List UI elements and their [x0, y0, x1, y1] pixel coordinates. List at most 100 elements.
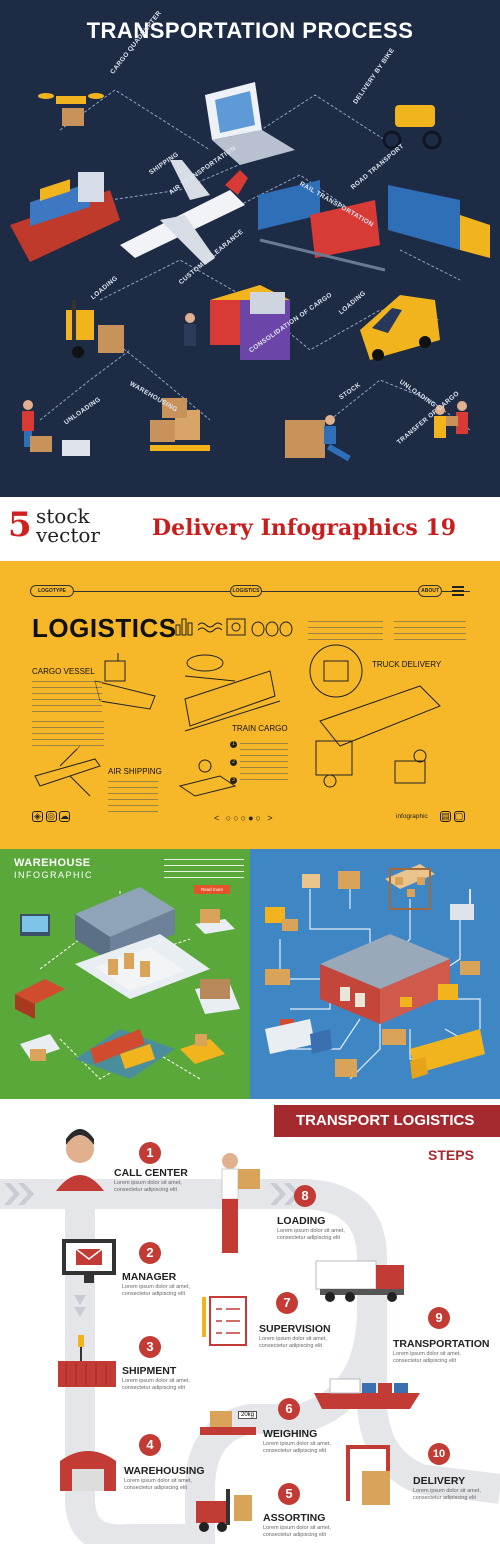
step-8-title: LOADING [277, 1215, 326, 1227]
read-more-button[interactable]: Read more [194, 885, 230, 894]
warehouse-infographic-panel: WAREHOUSE INFOGRAPHIC Read more [0, 849, 250, 1099]
train-illustration [258, 180, 386, 272]
step-1-description: Lorem ipsum dolor sit amet, consectetur … [114, 1180, 182, 1193]
warehouse-isometric-illustration [15, 887, 240, 1080]
step-7-number: 7 [276, 1292, 298, 1314]
transportation-process-panel: TRANSPORTATION PROCESS [0, 0, 500, 497]
about-pill[interactable]: ABOUT [418, 585, 442, 597]
caption-air-shipping: AIR SHIPPING [108, 767, 162, 776]
panel-title: TRANSPORTATION PROCESS [86, 18, 414, 43]
customs-officer-illustration [184, 313, 196, 346]
step-7-title: SUPERVISION [259, 1323, 331, 1335]
truck-illustration [315, 1260, 404, 1302]
operator-illustration [56, 1129, 104, 1191]
delivery-door-illustration [346, 1445, 390, 1505]
step-8-number: 8 [294, 1185, 316, 1207]
unloading-worker-illustration [22, 400, 90, 456]
caption-cargo-vessel: CARGO VESSEL [32, 667, 95, 676]
print-icon[interactable]: ▤ [440, 811, 451, 822]
text-cargo-vessel [32, 679, 102, 715]
logotype-pill[interactable]: LOGOTYPE [30, 585, 74, 597]
scale-reading: 20kg [238, 1411, 258, 1419]
ship-illustration [314, 1378, 420, 1409]
brand-line-2: vector [36, 523, 100, 547]
brand-number: 5 [8, 505, 32, 545]
share-icon[interactable]: ▢ [453, 811, 465, 822]
step-5-title: ASSORTING [263, 1512, 326, 1524]
step-3-title: SHIPMENT [122, 1365, 177, 1377]
text-header-right [394, 619, 466, 641]
airplane-illustration [120, 160, 248, 265]
weighing-scale-illustration [200, 1411, 256, 1435]
logistics-title: LOGISTICS [32, 613, 177, 643]
forklift-illustration [196, 1489, 252, 1532]
step-9-description: Lorem ipsum dolor sit amet, consectetur … [393, 1351, 461, 1364]
forklift-illustration [66, 300, 124, 358]
pin-icon[interactable]: ◈ [32, 811, 43, 822]
logistics-pill[interactable]: LOGISTICS [230, 585, 262, 597]
brand-wordmark: stock vector [36, 504, 100, 547]
cargo-transfer-illustration [434, 401, 468, 438]
step-6-title: WEIGHING [263, 1428, 318, 1440]
text-cargo-vessel-2 [32, 719, 104, 749]
transport-logistics-steps-panel: TRANSPORT LOGISTICS STEPS [0, 1099, 500, 1544]
step-2-description: Lorem ipsum dolor sit amet, consectetur … [122, 1284, 190, 1297]
container-stack-illustration [210, 285, 290, 360]
step-3-description: Lorem ipsum dolor sit amet, consectetur … [122, 1378, 190, 1391]
step-6-number: 6 [278, 1398, 300, 1420]
van-illustration [360, 295, 440, 361]
step-3-marker: 3 [230, 777, 237, 784]
globe-icon[interactable]: ◎ [45, 811, 57, 822]
step-3-number: 3 [139, 1336, 161, 1358]
warehouse-subtitle: INFOGRAPHIC [14, 870, 94, 880]
step-4-number: 4 [139, 1434, 161, 1456]
distribution-network-illustration [265, 864, 485, 1080]
warehouse-boxes-illustration [150, 398, 210, 451]
logistics-panel: LOGOTYPE LOGISTICS ABOUT LOGISTICS [0, 561, 500, 849]
menu-icon[interactable] [452, 586, 464, 596]
cargo-ship-illustration [10, 172, 120, 262]
laptop-illustration [205, 82, 295, 165]
footer-left-icons: ◈ ◎ ☁ [32, 811, 71, 822]
steps-banner: TRANSPORT LOGISTICS [274, 1105, 500, 1137]
step-5-number: 5 [278, 1483, 300, 1505]
step-1-title: CALL CENTER [114, 1167, 188, 1179]
truck-illustration [388, 185, 490, 258]
steps-road-path [0, 1129, 500, 1544]
product-headline: Delivery Infographics 19 [152, 515, 457, 541]
step-4-title: WAREHOUSING [124, 1465, 205, 1477]
step-10-title: DELIVERY [413, 1475, 466, 1487]
clipboard-illustration [202, 1296, 247, 1346]
brand-strip: 5 stock vector Delivery Infographics 19 [0, 497, 500, 561]
step-2-title: MANAGER [122, 1271, 177, 1283]
steps-subtitle: STEPS [428, 1147, 474, 1163]
step-1-marker: 1 [230, 741, 237, 748]
step-2-marker: 2 [230, 759, 237, 766]
text-header-left [308, 619, 383, 641]
process-route-diagram [10, 82, 490, 462]
pagination[interactable]: < ○○○●○ > [214, 813, 275, 823]
step-4-description: Lorem ipsum dolor sit amet, consectetur … [124, 1478, 192, 1491]
footer-infographic-label: infographic [396, 813, 428, 820]
drone-illustration [38, 93, 104, 126]
step-5-description: Lorem ipsum dolor sit amet, consectetur … [263, 1525, 331, 1538]
step-2-number: 2 [139, 1242, 161, 1264]
loader-worker-illustration [221, 1153, 260, 1253]
monitor-illustration [62, 1239, 116, 1283]
text-air-shipping [108, 779, 158, 815]
footer-right-icons: ▤ ▢ [440, 811, 465, 822]
caption-truck-delivery: TRUCK DELIVERY [372, 660, 442, 669]
brand-line-1: stock [36, 504, 90, 528]
text-train-steps [240, 741, 288, 785]
cloud-icon[interactable]: ☁ [59, 811, 71, 822]
step-7-description: Lorem ipsum dolor sit amet, consectetur … [259, 1336, 327, 1349]
stock-worker-illustration [285, 415, 351, 462]
step-10-description: Lorem ipsum dolor sit amet, consectetur … [413, 1488, 481, 1501]
distribution-network-panel [250, 849, 500, 1099]
logistics-line-art [34, 618, 441, 797]
step-10-number: 10 [428, 1443, 450, 1465]
warehouse-title: WAREHOUSE [14, 857, 91, 869]
step-1-number: 1 [139, 1142, 161, 1164]
warehouse-intro-text [164, 857, 244, 879]
step-6-description: Lorem ipsum dolor sit amet, consectetur … [263, 1441, 331, 1454]
